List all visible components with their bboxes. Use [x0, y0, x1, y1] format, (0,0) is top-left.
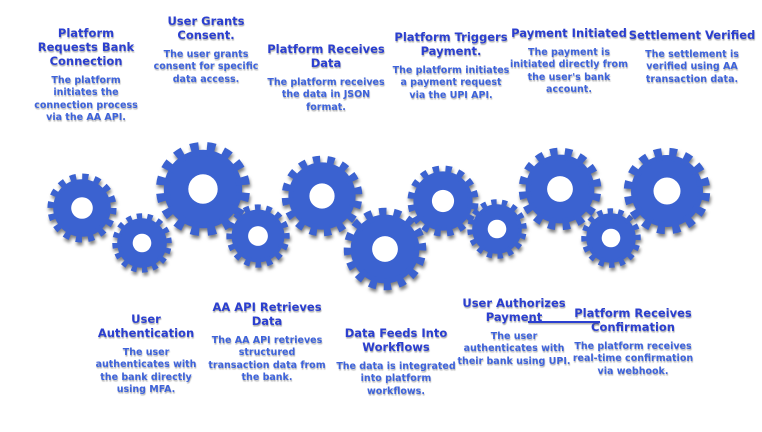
step-description: The data is integrated into platform wor… — [336, 361, 456, 397]
step-description: The platform receives real-time confirma… — [572, 341, 694, 377]
step-title: Settlement Verified — [628, 28, 756, 42]
step-description: The settlement is verified using AA tran… — [645, 49, 739, 85]
gear-icon — [581, 208, 641, 268]
step-title: User Authentication — [97, 312, 195, 341]
step-platform-receives-confirmation: Platform Receives Confirmation The platf… — [570, 306, 696, 378]
step-platform-requests-bank-connection: Platform Requests Bank Connection The pl… — [28, 26, 144, 124]
step-description: The user authenticates with the bank dir… — [95, 347, 197, 396]
step-user-authorizes-payment: User Authorizes Payment The user authent… — [456, 296, 572, 368]
gear-icon — [407, 165, 479, 237]
step-settlement-verified: Settlement Verified The settlement is ve… — [628, 28, 756, 86]
gear-icon — [281, 155, 363, 237]
gear-icon — [343, 207, 427, 291]
step-description: The platform receives the data in JSON f… — [267, 77, 385, 113]
step-description: The AA API retrieves structured transact… — [208, 335, 326, 384]
gear-icon — [226, 204, 290, 268]
step-aa-api-retrieves-data: AA API Retrieves Data The AA API retriev… — [208, 300, 326, 384]
step-user-authentication: User Authentication The user authenticat… — [90, 312, 202, 396]
gear-icon — [47, 173, 117, 243]
gear-icon — [623, 147, 711, 235]
step-data-feeds-into-workflows: Data Feeds Into Workflows The data is in… — [334, 326, 458, 398]
step-title: AA API Retrieves Data — [212, 300, 322, 329]
gear-icon — [155, 141, 251, 237]
step-title: Platform Receives Confirmation — [574, 306, 692, 335]
connector-line — [528, 321, 600, 323]
step-description: The platform initiates the connection pr… — [34, 75, 138, 124]
step-description: The payment is initiated directly from t… — [510, 47, 628, 96]
step-payment-initiated: Payment Initiated The payment is initiat… — [506, 26, 632, 96]
step-platform-receives-data: Platform Receives Data The platform rece… — [264, 42, 388, 114]
step-title: User Grants Consent. — [167, 14, 245, 43]
step-description: The user authenticates with their bank u… — [457, 331, 571, 367]
step-title: User Authorizes Payment — [462, 296, 566, 325]
step-title: Platform Requests Bank Connection — [37, 26, 135, 69]
step-title: Data Feeds Into Workflows — [344, 326, 448, 355]
step-title: Platform Triggers Payment. — [394, 30, 508, 59]
step-user-grants-consent: User Grants Consent. The user grants con… — [148, 14, 264, 86]
step-title: Platform Receives Data — [267, 42, 385, 71]
gear-icon — [112, 213, 172, 273]
step-title: Payment Initiated — [511, 26, 627, 40]
step-description: The user grants consent for specific dat… — [153, 49, 259, 85]
step-description: The platform initiates a payment request… — [392, 65, 510, 101]
step-platform-triggers-payment: Platform Triggers Payment. The platform … — [392, 30, 510, 102]
gear-icon — [467, 199, 527, 259]
gear-icon — [518, 147, 602, 231]
